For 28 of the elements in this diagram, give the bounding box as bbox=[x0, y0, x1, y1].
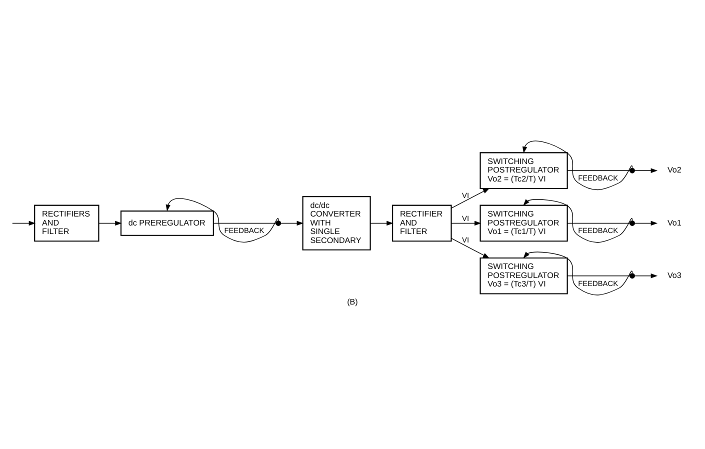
edge-label: FEEDBACK bbox=[578, 226, 618, 235]
node-circle bbox=[630, 220, 635, 226]
node-circle bbox=[630, 272, 635, 278]
connector bbox=[567, 222, 630, 224]
edge-label: FEEDBACK bbox=[578, 173, 618, 182]
arrow bbox=[98, 220, 122, 226]
node-circle bbox=[276, 220, 282, 226]
arrow bbox=[451, 220, 482, 226]
arrow bbox=[522, 140, 633, 190]
edge-label: VI bbox=[462, 190, 470, 200]
arrow bbox=[451, 188, 490, 208]
arrow bbox=[451, 237, 490, 258]
arrow bbox=[634, 273, 658, 278]
arrow bbox=[523, 198, 633, 242]
arrow bbox=[280, 220, 304, 226]
edge-label: FEEDBACK bbox=[224, 226, 264, 235]
edge-label: VI bbox=[462, 235, 470, 244]
arrow bbox=[523, 251, 633, 295]
node-circle bbox=[630, 167, 635, 173]
arrow bbox=[370, 220, 394, 226]
arrow bbox=[634, 168, 658, 172]
connector bbox=[567, 275, 630, 276]
connector bbox=[213, 222, 276, 224]
edge-label: FEEDBACK bbox=[578, 278, 618, 288]
arrow bbox=[12, 220, 36, 226]
arrow bbox=[166, 198, 279, 242]
arrow bbox=[634, 220, 658, 226]
edge-label: VI bbox=[462, 214, 470, 223]
